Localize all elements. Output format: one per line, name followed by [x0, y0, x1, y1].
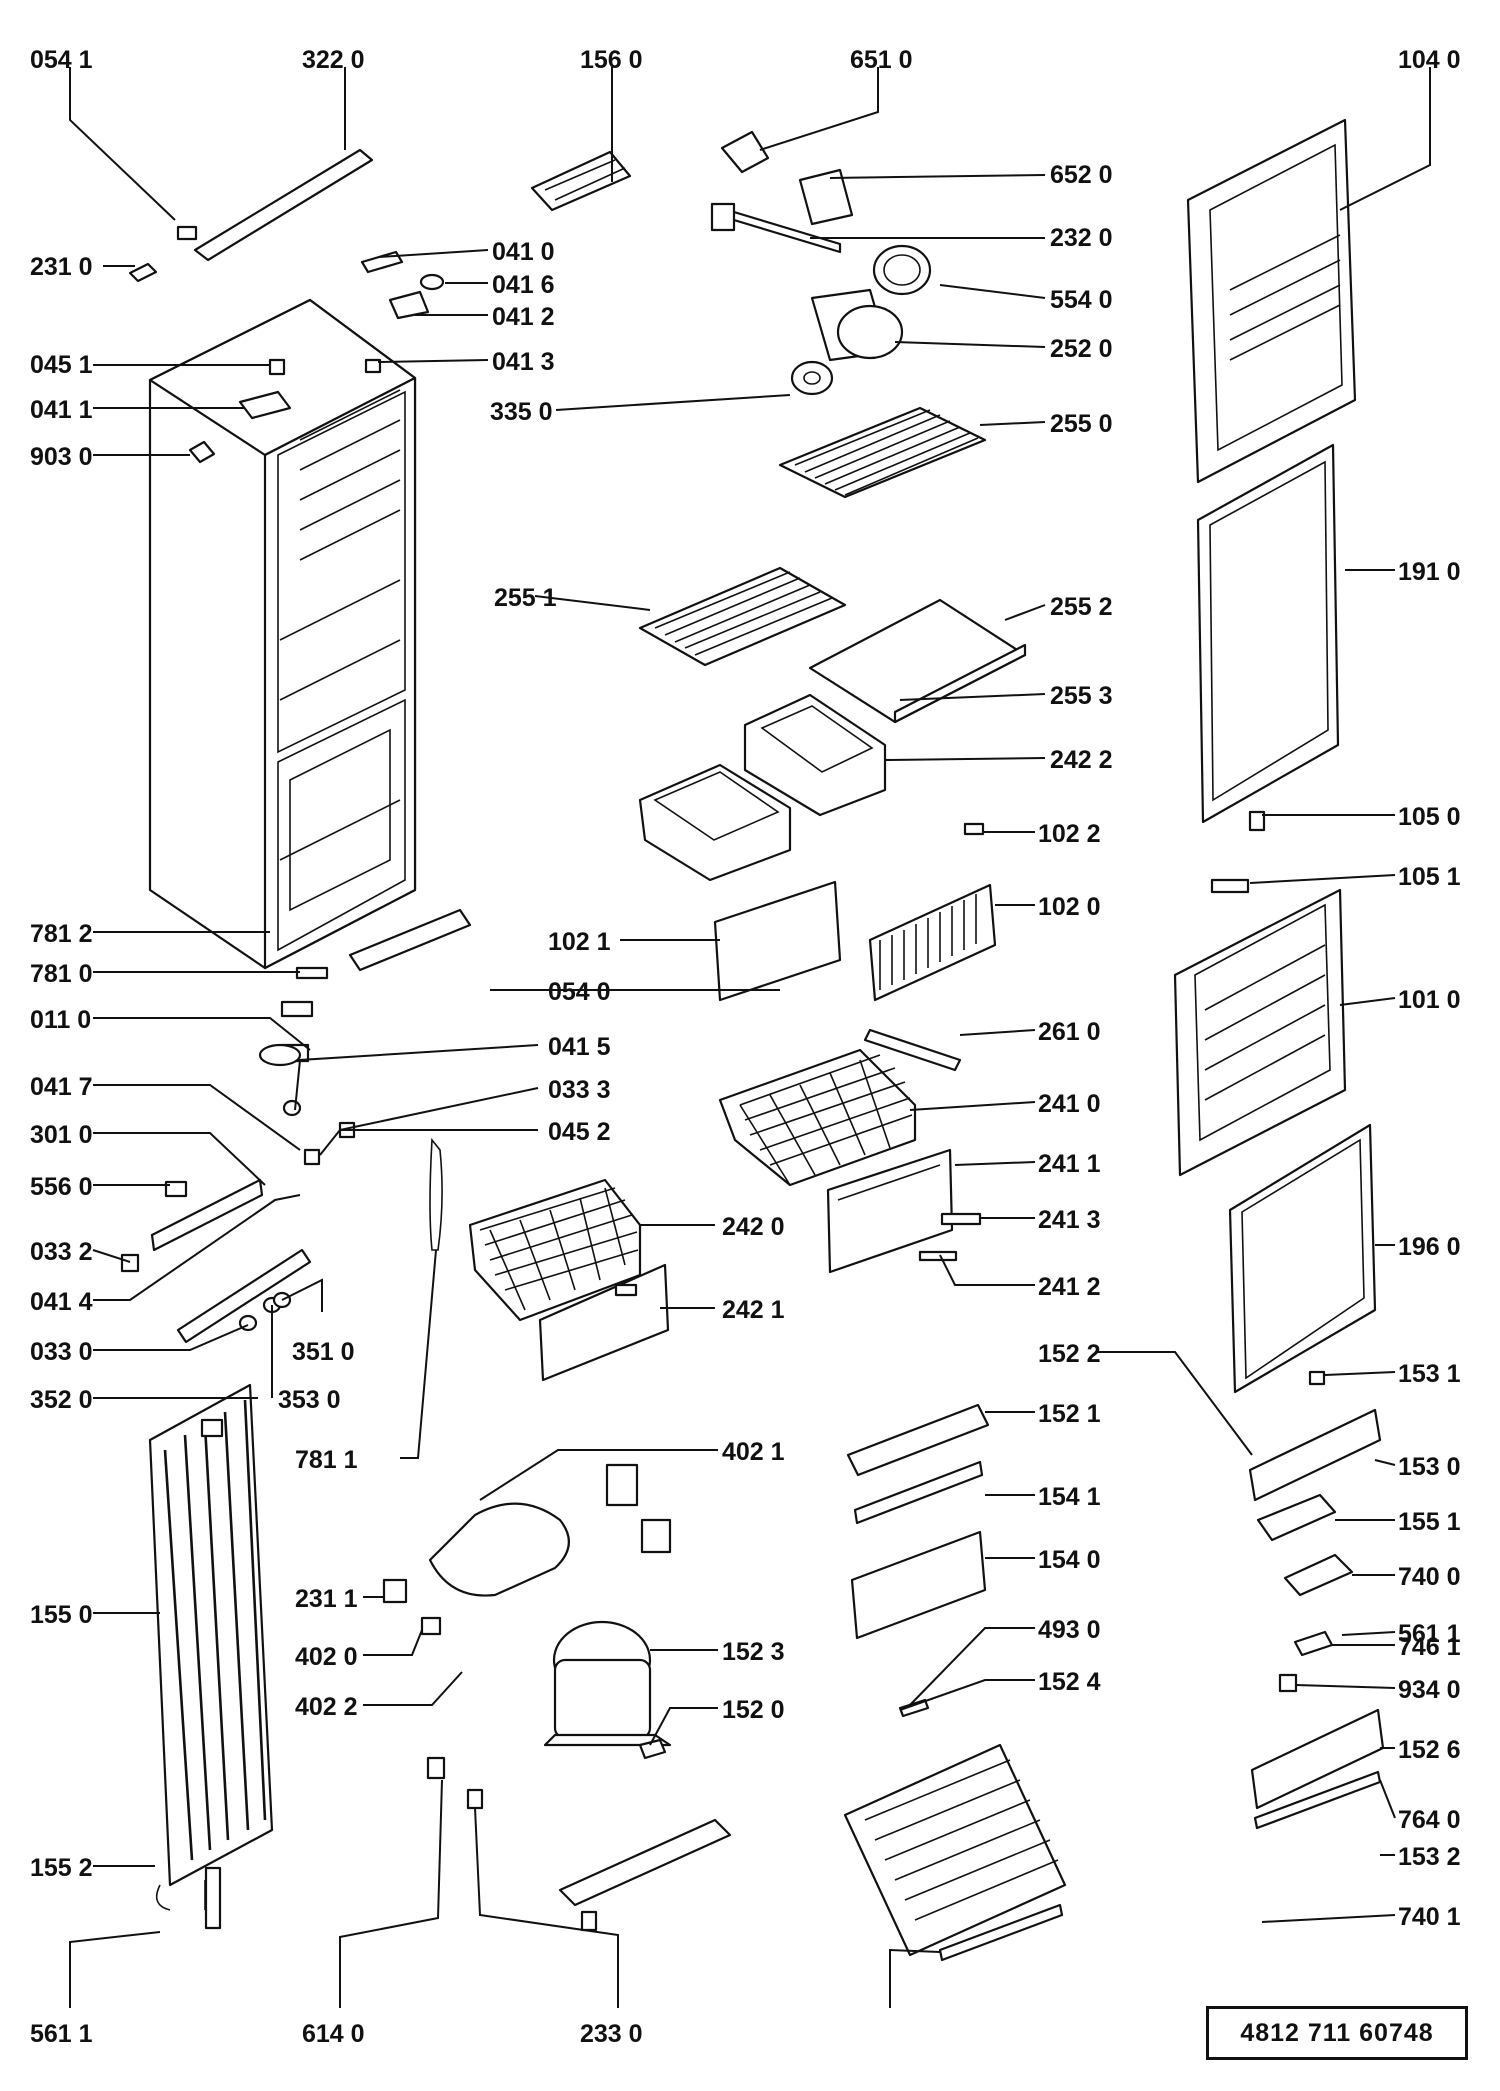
- part-label: 155 1: [1398, 1508, 1461, 1536]
- part-label: 154 1: [1038, 1483, 1101, 1511]
- part-label: 781 1: [295, 1446, 358, 1474]
- part-label: 402 0: [295, 1643, 358, 1671]
- part-label: 101 0: [1398, 986, 1461, 1014]
- part-label: 614 0: [302, 2020, 365, 2048]
- part-label: 153 0: [1398, 1453, 1461, 1481]
- part-label: 903 0: [30, 443, 93, 471]
- part-label: 353 0: [278, 1386, 341, 1414]
- compressor-assembly: [200, 1137, 732, 1932]
- part-label: 033 2: [30, 1238, 93, 1266]
- part-label: 054 0: [548, 978, 611, 1006]
- part-label: 102 1: [548, 928, 611, 956]
- part-label: 104 0: [1398, 46, 1461, 74]
- part-label: 232 0: [1050, 224, 1113, 252]
- part-label: 045 1: [30, 351, 93, 379]
- freezer-rack: [843, 1743, 1067, 1962]
- part-label: 561 1: [1398, 1620, 1461, 1648]
- part-label: 781 2: [30, 920, 93, 948]
- part-label: 154 0: [1038, 1546, 1101, 1574]
- part-label: 196 0: [1398, 1233, 1461, 1261]
- part-label: 011 0: [30, 1006, 91, 1034]
- part-label: 556 0: [30, 1173, 93, 1201]
- part-label: 241 0: [1038, 1090, 1101, 1118]
- part-label: 740 1: [1398, 1903, 1461, 1931]
- part-label: 152 1: [1038, 1400, 1101, 1428]
- part-label: 152 4: [1038, 1668, 1101, 1696]
- part-label: 740 0: [1398, 1563, 1461, 1591]
- part-label: 402 2: [295, 1693, 358, 1721]
- part-label: 252 0: [1050, 335, 1113, 363]
- part-label: 041 3: [492, 348, 555, 376]
- part-label: 041 1: [30, 396, 93, 424]
- leader-lines: [69, 67, 1431, 2008]
- part-label: 233 0: [580, 2020, 643, 2048]
- part-label: 231 1: [295, 1585, 358, 1613]
- freezer-baskets: [468, 1048, 982, 1382]
- part-label: 242 2: [1050, 746, 1113, 774]
- part-label: 255 2: [1050, 593, 1113, 621]
- shelves-and-crispers: [638, 406, 1027, 882]
- condenser-coil: [148, 1383, 274, 1911]
- fan-assembly: [710, 130, 932, 396]
- part-label: 781 0: [30, 960, 93, 988]
- document-code: 4812 711 60748: [1206, 2006, 1468, 2060]
- fridge-cabinet: [148, 298, 417, 970]
- part-label: 255 3: [1050, 682, 1113, 710]
- part-label: 153 1: [1398, 1360, 1461, 1388]
- part-label: 335 0: [490, 398, 553, 426]
- part-label: 033 3: [548, 1076, 611, 1104]
- part-label: 554 0: [1050, 286, 1113, 314]
- part-label: 105 1: [1398, 863, 1461, 891]
- part-label: 041 2: [492, 303, 555, 331]
- part-label: 241 1: [1038, 1150, 1101, 1178]
- part-label: 561 1: [30, 2020, 93, 2048]
- part-label: 231 0: [30, 253, 93, 281]
- part-label: 041 5: [548, 1033, 611, 1061]
- part-label: 241 2: [1038, 1273, 1101, 1301]
- part-label: 746 1: [1398, 1633, 1461, 1661]
- part-label: 041 6: [492, 271, 555, 299]
- doors: [1173, 118, 1377, 1394]
- part-label: 934 0: [1398, 1676, 1461, 1704]
- part-label: 493 0: [1038, 1616, 1101, 1644]
- part-label: 352 0: [30, 1386, 93, 1414]
- part-label: 652 0: [1050, 161, 1113, 189]
- hinge-parts: [128, 148, 632, 464]
- part-label: 152 0: [722, 1696, 785, 1724]
- part-label: 156 0: [580, 46, 643, 74]
- part-label: 255 0: [1050, 410, 1113, 438]
- part-label: 255 1: [494, 584, 557, 612]
- part-label: 102 0: [1038, 893, 1101, 921]
- part-label: 102 2: [1038, 820, 1101, 848]
- part-label: 041 7: [30, 1073, 93, 1101]
- part-label: 155 2: [30, 1854, 93, 1882]
- part-label: 152 6: [1398, 1736, 1461, 1764]
- part-label: 041 4: [30, 1288, 93, 1316]
- part-label: 152 3: [722, 1638, 785, 1666]
- part-label: 351 0: [292, 1338, 355, 1366]
- part-label: 054 1: [30, 46, 93, 74]
- shelf-trims: [713, 822, 997, 1072]
- part-label: 105 0: [1398, 803, 1461, 831]
- part-label: 241 3: [1038, 1206, 1101, 1234]
- part-label: 242 0: [722, 1213, 785, 1241]
- part-label: 041 0: [492, 238, 555, 266]
- part-label: 301 0: [30, 1121, 93, 1149]
- part-label: 152 2: [1038, 1340, 1101, 1368]
- part-label: 155 0: [30, 1601, 93, 1629]
- part-label: 402 1: [722, 1438, 785, 1466]
- part-labels: 054 1 322 0 156 0 651 0 104 0 652 0 231 …: [30, 46, 1461, 2048]
- part-label: 651 0: [850, 46, 913, 74]
- part-label: 033 0: [30, 1338, 93, 1366]
- part-label: 153 2: [1398, 1843, 1461, 1871]
- part-label: 045 2: [548, 1118, 611, 1146]
- part-label: 191 0: [1398, 558, 1461, 586]
- control-parts: [120, 908, 472, 1344]
- part-label: 242 1: [722, 1296, 785, 1324]
- part-label: 322 0: [302, 46, 365, 74]
- door-trays: [846, 1370, 1385, 1830]
- part-label: 764 0: [1398, 1806, 1461, 1834]
- part-label: 261 0: [1038, 1018, 1101, 1046]
